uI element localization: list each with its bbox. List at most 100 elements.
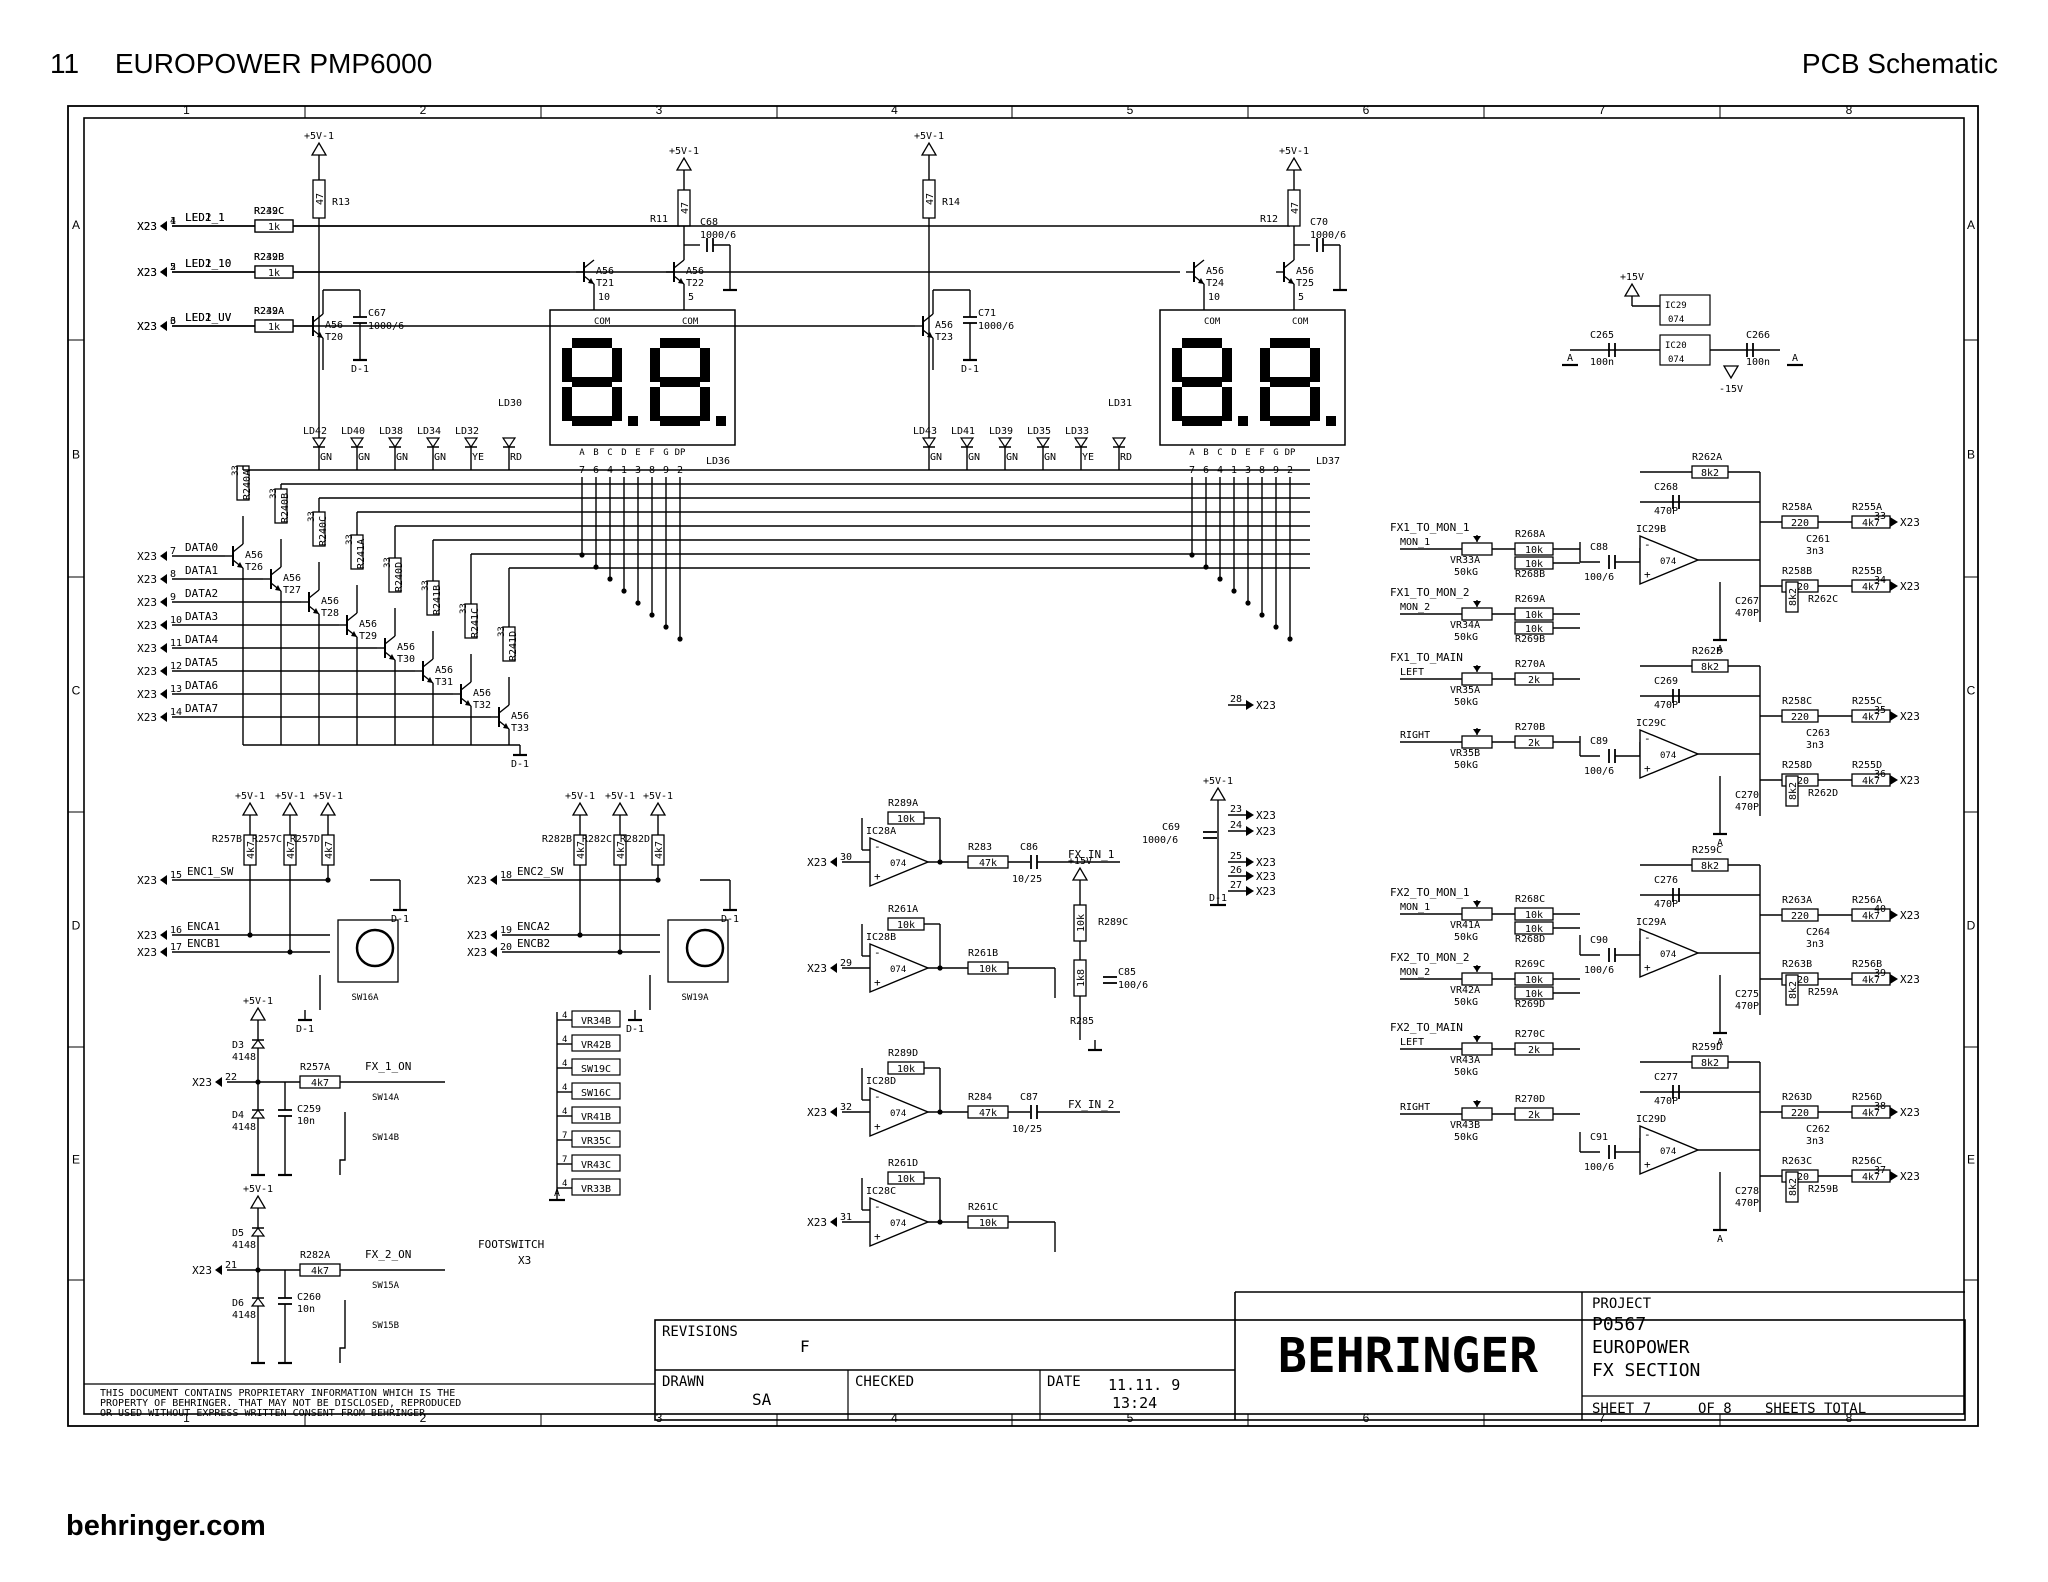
pin-number: 36 — [1874, 769, 1886, 780]
connector-label: X23 — [137, 711, 157, 724]
connector-flag — [1890, 775, 1898, 785]
junction-dot — [593, 564, 599, 570]
switch-ref: SW15B — [372, 1321, 399, 1331]
pin-number: 4 — [562, 1035, 567, 1045]
resistor-ref: R256D — [1852, 1092, 1882, 1103]
led-color: GN — [930, 452, 942, 463]
supply-label: +5V-1 — [1279, 146, 1309, 157]
cap-ref: C262 — [1806, 1124, 1830, 1135]
connector-label: X23 — [807, 962, 827, 975]
opamp-name: IC29B — [1636, 524, 1666, 535]
resistor-value: 10k — [897, 920, 915, 931]
opamp-minus: - — [1644, 538, 1651, 551]
send-sub: MON_2 — [1400, 602, 1430, 613]
display-pin-letter: G — [1273, 448, 1278, 458]
resistor-ref: R269D — [1515, 999, 1545, 1010]
led-color: GN — [968, 452, 980, 463]
grid-row-label: E — [1967, 1153, 1975, 1167]
resistor-ref: R282A — [300, 1250, 330, 1261]
supply-arrow — [1722, 365, 1740, 380]
display-segment — [650, 387, 660, 421]
wire — [460, 681, 472, 691]
led-group-ref: LD30 — [498, 398, 522, 409]
junction-dot — [247, 932, 253, 938]
diode-ref: D4 — [232, 1110, 244, 1121]
net-label: FX_IN_1 — [1068, 848, 1114, 861]
resistor-ref: R285 — [1070, 1016, 1094, 1027]
pin-number: 4 — [562, 1083, 567, 1093]
display-segment — [1222, 348, 1232, 382]
resistor-value: 47k — [979, 1108, 997, 1119]
display-pin-letter: A — [579, 448, 585, 458]
led-ref: LD34 — [417, 426, 441, 437]
drawn-label: DRAWN — [662, 1374, 704, 1390]
pot-ref: VR41A — [1450, 920, 1480, 931]
cap-value: 100/6 — [1584, 572, 1614, 583]
grid-row-label: C — [72, 684, 81, 698]
connector-flag — [160, 321, 167, 331]
display-segment — [572, 416, 612, 426]
resistor-value: 8k2 — [1788, 782, 1799, 800]
display-segment — [1260, 387, 1270, 421]
pin-number: 5 — [170, 262, 176, 273]
display-pin-letter: D — [1231, 448, 1236, 458]
led-ref: LD40 — [341, 426, 365, 437]
cap-ref: C88 — [1590, 542, 1608, 553]
opamp-type: 074 — [890, 1109, 906, 1119]
resistor-ref: R256C — [1852, 1156, 1882, 1167]
send-title: FX2_TO_MON_1 — [1390, 886, 1469, 899]
junction-dot — [937, 859, 943, 865]
resistor-ref: R258A — [1782, 502, 1812, 513]
resistor-value: 10k — [1525, 975, 1543, 986]
connector-label: X23 — [137, 642, 157, 655]
supply-arrow — [675, 156, 693, 171]
transistor-name: T23 — [935, 332, 953, 343]
ground-label: D-1 — [391, 914, 409, 925]
connector-label: X23 — [1900, 1170, 1920, 1183]
pot-ref: VR43A — [1450, 1055, 1480, 1066]
ground-label: D-1 — [961, 364, 979, 375]
connector-label: X23 — [807, 1216, 827, 1229]
resistor-value: 47k — [979, 858, 997, 869]
junction-dot — [677, 636, 683, 642]
transistor-name: T20 — [325, 332, 343, 343]
resistor-ref: R240D — [394, 562, 405, 592]
junction-dot — [649, 612, 655, 618]
wire — [583, 259, 595, 269]
part-box — [571, 1178, 621, 1196]
supply-arrow — [249, 1006, 267, 1021]
led-display-section-1: X231LED1_11kR239CX232LED1_101kR239BX233L… — [137, 131, 737, 642]
connector-flag — [1246, 700, 1254, 710]
pot-wiper — [1473, 536, 1481, 542]
resistor-value: 4k7 — [1862, 1108, 1880, 1119]
resistor-ref: R261C — [968, 1202, 998, 1213]
display-segment — [1310, 387, 1320, 421]
connector-flag — [160, 643, 167, 653]
resistor-value: 220 — [1791, 776, 1809, 787]
resistor-value: 10k — [1076, 914, 1087, 932]
grid-col-label: 6 — [1363, 1411, 1370, 1425]
cap-ref: C260 — [297, 1292, 321, 1303]
send-title: FX1_TO_MAIN — [1390, 651, 1463, 664]
part-box — [571, 1082, 621, 1100]
cap-ref: C265 — [1590, 330, 1614, 341]
connector-flag — [490, 875, 497, 885]
resistor-ref: R255B — [1852, 566, 1882, 577]
opamp — [869, 942, 930, 994]
junction-dot — [1231, 588, 1237, 594]
display-segment — [1270, 338, 1310, 348]
send-sub: LEFT — [1400, 667, 1424, 678]
connector-label: X23 — [1256, 856, 1276, 869]
pot-wiper — [1473, 666, 1481, 672]
resistor-value: 8k2 — [1701, 468, 1719, 479]
display-com-label: COM — [682, 317, 699, 327]
connector-flag — [490, 947, 497, 957]
junction-dot — [577, 932, 583, 938]
resistor-value: 4k7 — [1862, 518, 1880, 529]
supply-arrow — [611, 801, 629, 816]
resistor-ref: R268C — [1515, 894, 1545, 905]
display-segment — [1238, 416, 1248, 426]
resistor-value: 4k7 — [286, 841, 297, 859]
